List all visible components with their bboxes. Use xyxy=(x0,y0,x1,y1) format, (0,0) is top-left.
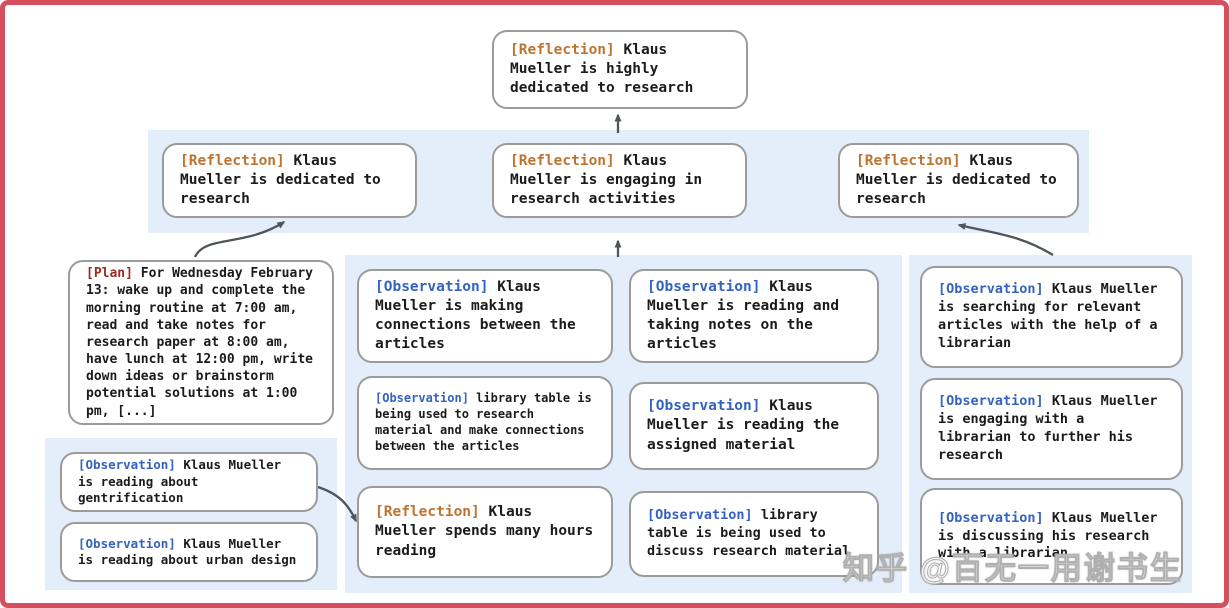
node-text: Klaus Mueller spends many hours reading xyxy=(375,504,594,559)
node-plan: [Plan] For Wednesday February 13: wake u… xyxy=(68,260,334,425)
node-observation-library-discuss: [Observation] library table is being use… xyxy=(629,491,879,577)
reflection-tag: [Reflection] xyxy=(510,41,615,58)
node-observation-discussing-librarian: [Observation] Klaus Mueller is discussin… xyxy=(920,488,1183,585)
node-text: library table is being used to research … xyxy=(375,391,592,453)
observation-tag: [Observation] xyxy=(375,391,469,406)
node-observation-gentrification: [Observation] Klaus Mueller is reading a… xyxy=(60,452,318,512)
node-reflection-right: [Reflection] Klaus Mueller is dedicated … xyxy=(838,143,1079,218)
node-observation-urban-design: [Observation] Klaus Mueller is reading a… xyxy=(60,522,318,582)
node-text: Klaus Mueller is making connections betw… xyxy=(375,278,576,353)
node-text: Klaus Mueller is discussing his research… xyxy=(938,509,1158,562)
node-text: Klaus Mueller is engaging in research ac… xyxy=(510,152,703,208)
node-text: Klaus Mueller is highly dedicated to res… xyxy=(510,41,694,97)
node-text: Klaus Mueller is engaging with a librari… xyxy=(938,393,1158,463)
node-reflection-root: [Reflection] Klaus Mueller is highly ded… xyxy=(492,30,748,109)
node-observation-taking-notes: [Observation] Klaus Mueller is reading a… xyxy=(629,269,879,363)
observation-tag: [Observation] xyxy=(938,393,1044,410)
node-observation-library-research: [Observation] library table is being use… xyxy=(357,376,613,470)
node-observation-making-connections: [Observation] Klaus Mueller is making co… xyxy=(357,269,613,363)
node-text: Klaus Mueller is reading the assigned ma… xyxy=(647,398,840,453)
reflection-tag: [Reflection] xyxy=(510,152,615,169)
node-text: For Wednesday February 13: wake up and c… xyxy=(86,266,313,419)
node-text: Klaus Mueller is searching for relevant … xyxy=(938,281,1158,351)
node-text: Klaus Mueller is reading about urban des… xyxy=(78,535,297,568)
node-observation-searching-articles: [Observation] Klaus Mueller is searching… xyxy=(920,266,1183,368)
node-reflection-left: [Reflection] Klaus Mueller is dedicated … xyxy=(162,143,417,218)
observation-tag: [Observation] xyxy=(647,398,761,415)
plan-tag: [Plan] xyxy=(86,266,133,282)
reflection-tag: [Reflection] xyxy=(856,152,961,169)
zhihu-watermark: 知乎 @百无一用谢书生 xyxy=(843,551,1183,587)
node-reflection-hours-reading: [Reflection] Klaus Mueller spends many h… xyxy=(357,486,613,578)
node-reflection-middle: [Reflection] Klaus Mueller is engaging i… xyxy=(492,143,747,218)
observation-tag: [Observation] xyxy=(647,278,761,295)
node-observation-engaging-librarian: [Observation] Klaus Mueller is engaging … xyxy=(920,378,1183,480)
node-text: library table is being used to discuss r… xyxy=(647,507,851,559)
observation-tag: [Observation] xyxy=(938,509,1044,526)
observation-tag: [Observation] xyxy=(78,535,176,551)
node-observation-assigned-material: [Observation] Klaus Mueller is reading t… xyxy=(629,382,879,470)
reflection-tag: [Reflection] xyxy=(375,504,480,521)
reflection-tag: [Reflection] xyxy=(180,152,285,169)
node-text: Klaus Mueller is dedicated to research xyxy=(180,152,381,208)
observation-tag: [Observation] xyxy=(78,457,176,473)
node-text: Klaus Mueller is dedicated to research xyxy=(856,152,1057,208)
node-text: Klaus Mueller is reading about gentrific… xyxy=(78,457,282,506)
node-text: Klaus Mueller is reading and taking note… xyxy=(647,278,840,353)
observation-tag: [Observation] xyxy=(647,507,753,524)
observation-tag: [Observation] xyxy=(938,281,1044,298)
observation-tag: [Observation] xyxy=(375,278,489,295)
